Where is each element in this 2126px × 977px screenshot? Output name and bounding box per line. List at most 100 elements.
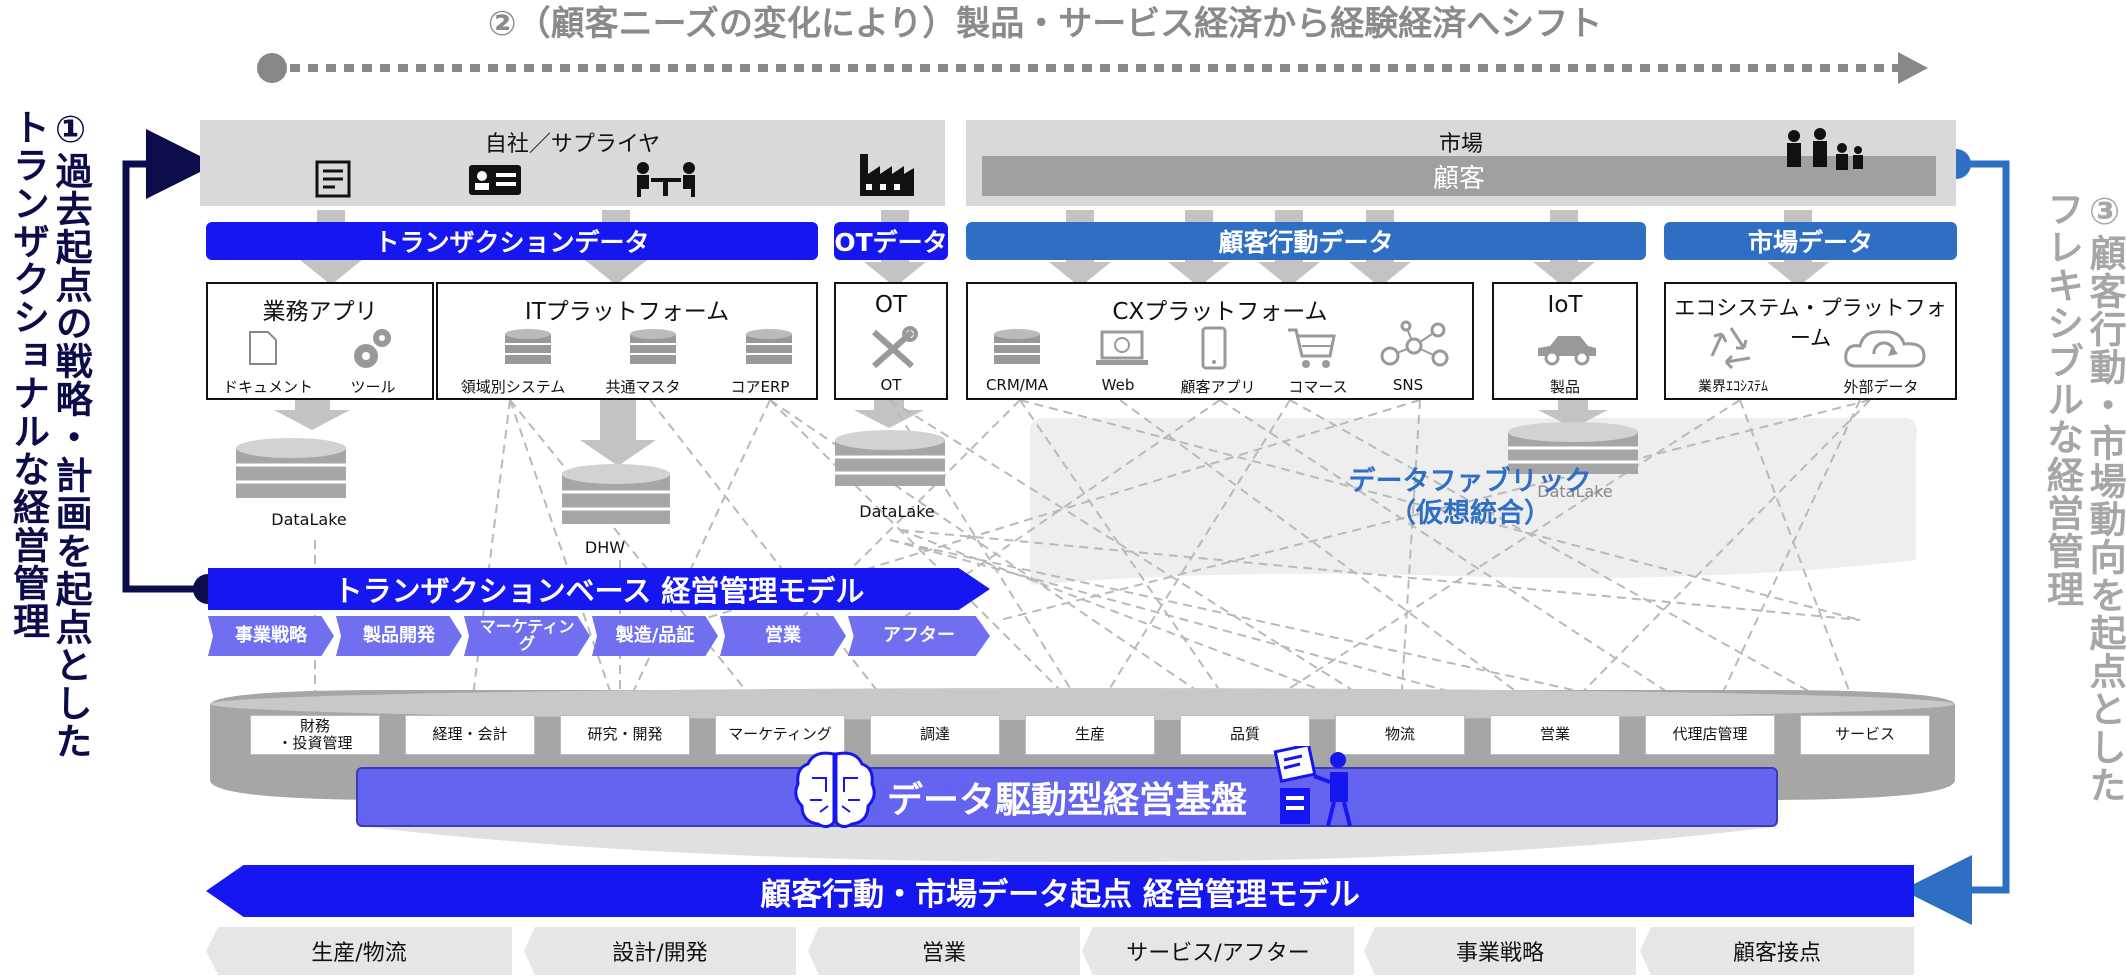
header-market-label: 市場 [1438,132,1483,157]
label-dhw: DHW [584,538,626,557]
label-core-erp: コアERP [730,378,790,396]
foundation-category-procurement: 調達 [870,715,1000,755]
label-domain-system: 領域別システム [460,378,566,396]
customer-step-production-logistics: 生産/物流 [206,927,512,975]
tools-icon [871,326,918,369]
family-icon [1787,128,1863,170]
transaction-step-sales: 営業 [720,616,846,656]
right-vertical-line-2: フレキシブルな経営管理 [2040,190,2084,608]
factory-icon [860,154,914,196]
left-bracket-line [122,129,216,593]
right-vertical-caption: ③顧客行動・市場動向を起点とした フレキシブルな経営管理 [2040,190,2126,950]
box-iot-title: IoT [1547,292,1583,318]
customer-step-service-after: サービス/アフター [1082,927,1354,975]
recycle-icon [1710,327,1751,370]
label-commerce: コマース [1288,378,1348,396]
box-ecosystem: エコシステム・プラットフォーム 業界ｴｺｼｽﾃﾑ 外部データ [1664,282,1957,400]
foundation-category-accounting: 経理・会計 [405,715,535,755]
banner-ot-data: OTデータ [834,222,948,260]
top-title: ②（顧客ニーズの変化により）製品・サービス経済から経験経済へシフト [487,3,1603,44]
data-fabric-title: データファブリック [1348,465,1592,497]
datalake-cylinder-1 [236,438,346,498]
left-vertical-line-1: ①過去起点の戦略・計画を起点とした [49,108,93,760]
label-sns: SNS [1392,376,1424,394]
label-datalake-2: DataLake [859,502,935,521]
database-icon [994,329,1040,364]
network-icon [1380,320,1449,367]
label-common-master: 共通マスタ [605,378,681,396]
box-business-app-title: 業務アプリ [262,299,378,325]
banner-customer-behavior-data: 顧客行動データ [966,222,1646,260]
left-vertical-caption: ①過去起点の戦略・計画を起点とした トランザクショナルな経営管理 [6,108,93,868]
customer-step-design-dev: 設計/開発 [524,927,796,975]
label-ot: OT [880,376,902,394]
smartphone-icon [1201,326,1227,370]
header-company: 自社／サプライヤ [200,120,945,206]
data-fabric-label: データファブリック （仮想統合） [1300,462,1640,534]
label-product: 製品 [1549,378,1580,396]
timeline-arrowhead [1898,52,1928,84]
foundation-category-marketing: マーケティング [715,715,845,755]
datalake-cylinder-2 [835,430,945,486]
cloud-sync-icon [1844,330,1926,368]
transaction-step-product-dev: 製品開発 [336,616,462,656]
right-vertical-line-1: ③顧客行動・市場動向を起点とした [2083,190,2126,804]
banner-transaction-data: トランザクションデータ [206,222,818,260]
label-customer-app: 顧客アプリ [1180,378,1256,396]
robot-icon [1273,746,1352,827]
fabric-cloud [1030,418,1917,585]
transaction-step-manufacturing: 製造/品証 [592,616,718,656]
foundation-top [210,688,1954,720]
foundation-category-production: 生産 [1025,715,1155,755]
customer-step-strategy: 事業戦略 [1364,927,1636,975]
box-cx-platform-title: CXプラットフォーム [1112,299,1328,325]
box-business-app: 業務アプリ ドキュメント ツール [206,282,434,400]
gears-icon [354,329,391,368]
customer-step-sales: 営業 [808,927,1080,975]
label-external-data: 外部データ [1843,378,1919,396]
customer-step-customer-touchpoint: 顧客接点 [1640,927,1914,975]
foundation-funnel [360,826,1780,862]
header-market: 市場 顧客 [966,120,1956,206]
foundation-title: データ駆動型経営基盤 [886,780,1247,821]
id-card-icon [469,165,521,195]
foundation-category-dealer: 代理店管理 [1645,715,1775,755]
label-web: Web [1101,376,1135,394]
customer-model-arrow: 顧客行動・市場データ起点 経営管理モデル [206,865,1914,917]
file-icon [249,331,277,365]
timeline-start-dot [257,53,287,83]
document-icon [315,160,351,198]
database-icon [746,329,792,364]
foundation-category-sales: 営業 [1490,715,1620,755]
shopping-cart-icon [1288,328,1336,368]
box-ot-title: OT [874,292,908,318]
brain-icon [794,751,876,829]
box-it-platform: ITプラットフォーム 領域別システム 共通マスタ コアERP [436,282,818,400]
data-fabric-subtitle: （仮想統合） [1389,498,1551,529]
meeting-icon [637,162,695,197]
laptop-icon [1096,330,1148,365]
database-icon [505,329,551,364]
right-bracket-line [1902,160,2010,925]
label-crm-ma: CRM/MA [985,376,1049,394]
header-customer-bar: 顧客 [982,156,1936,196]
database-icon [630,329,676,364]
car-icon [1538,336,1596,366]
foundation-category-finance: 財務 ・投資管理 [250,715,380,755]
box-cx-platform: CXプラットフォーム CRM/MA Web 顧客アプリ コマース SNS [966,282,1474,400]
foundation-category-service: サービス [1800,715,1930,755]
label-document: ドキュメント [222,378,313,396]
left-vertical-line-2: トランザクショナルな経営管理 [6,108,50,640]
foundation-category-rnd: 研究・開発 [560,715,690,755]
box-iot: IoT 製品 [1492,282,1638,400]
header-company-label: 自社／サプライヤ [484,132,661,157]
label-datalake-3: DataLake [1537,482,1613,501]
label-tool: ツール [350,378,396,396]
label-industry-ecosystem: 業界ｴｺｼｽﾃﾑ [1698,379,1768,395]
banner-market-data: 市場データ [1664,222,1957,260]
box-ot: OT OT [834,282,948,400]
transaction-step-marketing: マーケティング [464,616,590,656]
foundation-title-bar: データ駆動型経営基盤 [356,767,1778,827]
transaction-step-after-service: アフター [848,616,990,656]
transaction-model-arrow: トランザクションベース 経営管理モデル [208,568,990,610]
